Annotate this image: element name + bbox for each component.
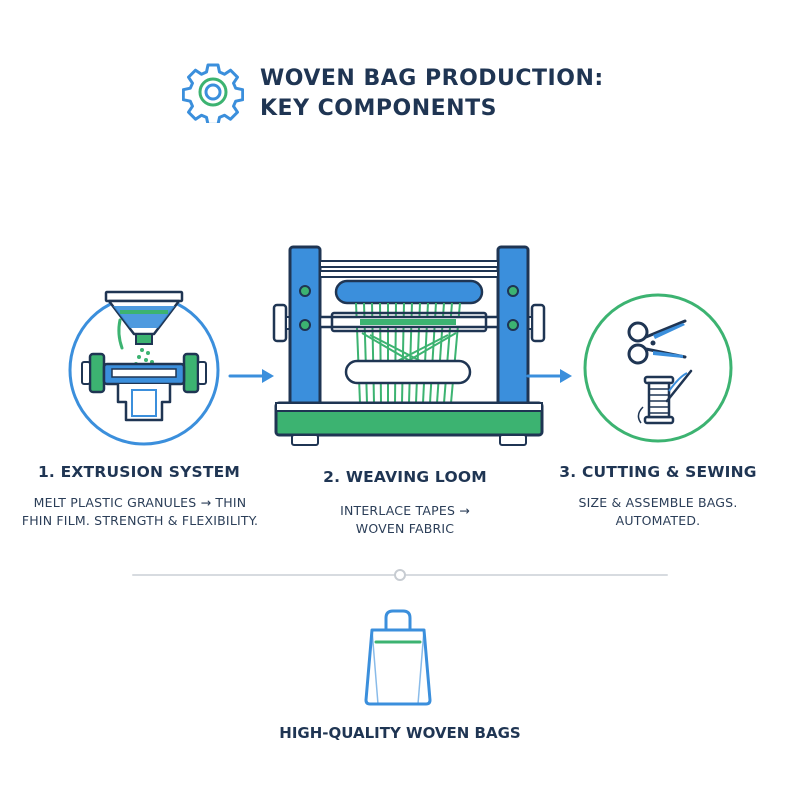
step-3-description: SIZE & ASSEMBLE BAGS. AUTOMATED. [560,494,756,530]
step-1-title: 1. EXTRUSION SYSTEM [37,463,241,481]
step-2-desc-line-1: INTERLACE TAPES → [340,503,470,518]
shopping-bag-icon [364,609,432,706]
loom-icon [272,245,546,446]
step-3-desc-line-1: SIZE & ASSEMBLE BAGS. [578,495,738,510]
title-line-2: KEY COMPONENTS [260,96,497,121]
arrow-right-icon [526,369,572,383]
page-title: WOVEN BAG PRODUCTION: KEY COMPONENTS [260,64,604,124]
divider-knob [394,569,406,581]
step-1-desc-line-2: FHIN FILM. STRENGTH & FLEXIBILITY. [21,513,259,528]
step-2-desc-line-2: WOVEN FABRIC [355,521,455,536]
title-line-1: WOVEN BAG PRODUCTION: [260,66,604,91]
step-2-title: 2. WEAVING LOOM [323,468,487,486]
scissors-icon [583,293,733,443]
arrow-right-icon [228,369,274,383]
step-1-desc-line-1: MELT PLASTIC GRANULES → THIN [33,495,247,510]
step-1-description: MELT PLASTIC GRANULES → THIN FHIN FILM. … [20,494,260,530]
extruder-icon [68,290,220,446]
gear-icon [182,63,244,123]
step-3-title: 3. CUTTING & SEWING [559,463,757,481]
step-3-desc-line-2: AUTOMATED. [615,513,701,528]
result-label: HIGH-QUALITY WOVEN BAGS [279,724,521,742]
step-2-description: INTERLACE TAPES → WOVEN FABRIC [300,502,510,538]
